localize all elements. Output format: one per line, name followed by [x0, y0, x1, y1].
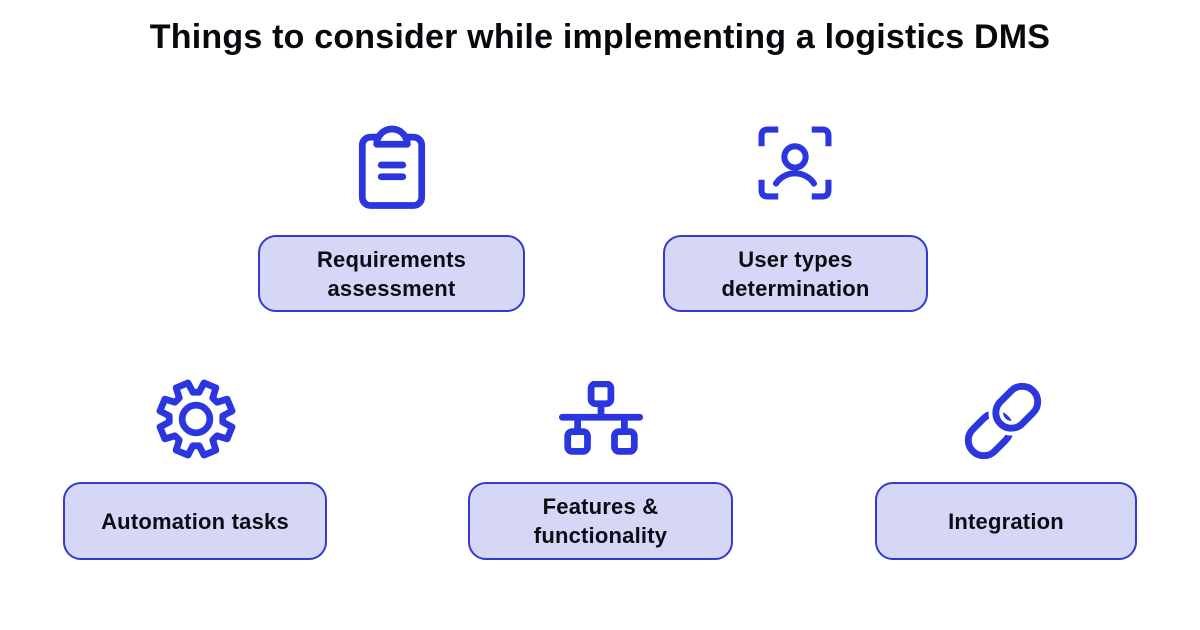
user-scan-icon [757, 125, 833, 201]
link-icon [960, 378, 1046, 464]
item-label: Features & functionality [533, 494, 668, 548]
sitemap-icon [556, 381, 646, 457]
item-label: Integration [948, 508, 1064, 534]
item-box-requirements-assessment: Requirements assessment [258, 235, 525, 312]
item-box-features-functionality: Features & functionality [468, 482, 733, 560]
item-box-user-types-determination: User types determination [663, 235, 928, 312]
item-box-integration: Integration [875, 482, 1137, 560]
item-label: Automation tasks [101, 508, 289, 534]
item-label: User types determination [721, 246, 870, 301]
page-title: Things to consider while implementing a … [149, 18, 1051, 56]
gear-icon [154, 377, 238, 461]
clipboard-icon [356, 120, 428, 210]
item-box-automation-tasks: Automation tasks [63, 482, 327, 560]
item-label: Requirements assessment [316, 246, 467, 301]
